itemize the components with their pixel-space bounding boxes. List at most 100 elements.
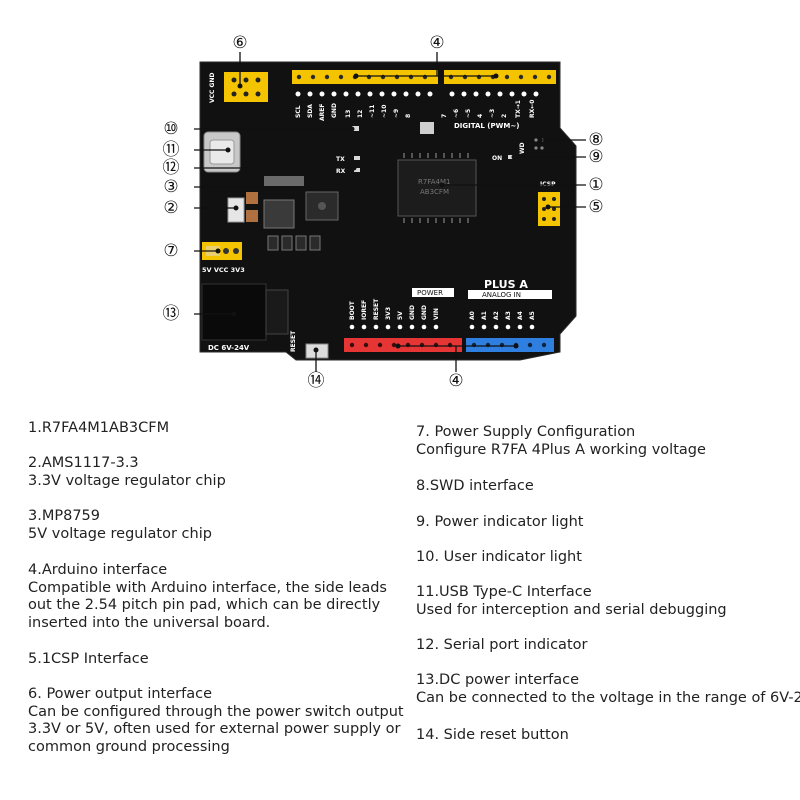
callout-3: ③ [163, 177, 178, 197]
callout-6: ⑥ [232, 33, 247, 53]
digital-pin-label-1: 12 [357, 110, 364, 118]
rx-led [354, 168, 360, 172]
dc-label: DC 6V-24V [208, 344, 250, 352]
power-pin-label-5: GND [409, 305, 416, 320]
analog-pin-label-5: A5 [529, 311, 536, 320]
pcb-board [199, 61, 577, 361]
digital-header-right [444, 70, 556, 84]
legend-item: 14. Side reset button [416, 727, 796, 745]
tx-label: TX [336, 156, 345, 163]
analog-header [466, 338, 554, 352]
legend-item-title: 14. Side reset button [416, 727, 569, 743]
callout-5: ⑤ [588, 197, 603, 217]
analog-pin-label-1: A1 [481, 311, 488, 320]
on-label: ON [492, 155, 502, 162]
digital-pin-label-10: ~3 [489, 109, 496, 118]
power-pin-label-6: GND [421, 305, 428, 320]
legend-item-description: 3.3V voltage regulator chip [28, 472, 226, 489]
pin-label-sda: SDA [307, 104, 314, 118]
digital-pin-label-11: 2 [501, 114, 508, 118]
analog-pin-label-2: A2 [493, 311, 500, 320]
legend-item: 12. Serial port indicator [416, 637, 796, 655]
power-pin-label-3: 3V3 [385, 307, 392, 320]
digital-pin-label-5: 8 [405, 114, 412, 118]
pin-label-gnd: GND [331, 103, 338, 118]
chip-marking-2: AB3CFM [420, 188, 449, 196]
digital-pin-label-3: ~10 [381, 105, 388, 118]
tx-led [354, 156, 360, 160]
legend-item-title: 4.Arduino interface [28, 562, 168, 578]
callout-12: ⑫ [163, 158, 180, 178]
power-header [344, 338, 462, 352]
legend-item: 9. Power indicator light [416, 514, 796, 532]
power-output-header [224, 72, 268, 102]
legend-item-title: 10. User indicator light [416, 549, 582, 565]
plus-a-label: PLUS A [484, 278, 528, 291]
legend-item-title: 8.SWD interface [416, 478, 534, 494]
callout-4-top: ④ [429, 33, 444, 53]
digital-pin-label-7: ~6 [453, 109, 460, 118]
legend-item-title: 11.USB Type-C Interface [416, 584, 592, 600]
digital-pin-label-13: RX←0 [529, 100, 536, 118]
legend-item: 5.1CSP Interface [28, 651, 408, 669]
digital-pin-label-8: ~5 [465, 109, 472, 118]
legend-item: 1.R7FA4M1AB3CFM [28, 420, 408, 438]
legend-item-description: Configure R7FA 4Plus A working voltage [416, 441, 706, 458]
legend-item-title: 5.1CSP Interface [28, 651, 149, 667]
callout-1: ① [588, 175, 603, 195]
user-led [352, 126, 359, 131]
callout-9: ⑨ [588, 147, 603, 167]
power-led [508, 155, 514, 159]
legend-item: 8.SWD interface [416, 478, 796, 496]
legend-item-title: 1.R7FA4M1AB3CFM [28, 420, 170, 436]
callout-7: ⑦ [163, 241, 178, 261]
analog-in-label: ANALOG IN [482, 291, 521, 299]
inductor [263, 199, 295, 229]
digital-header-left [292, 70, 438, 84]
analog-pin-label-4: A4 [517, 311, 524, 320]
power-pin-label-7: VIN [433, 308, 440, 320]
callout-11: ⑪ [163, 140, 180, 160]
vcc-gnd-label: VCC GND [209, 73, 216, 103]
legend-item-description: Compatible with Arduino interface, the s… [28, 579, 387, 596]
pin-label-scl: SCL [295, 105, 302, 118]
analog-pin-label-0: A0 [469, 311, 476, 320]
legend-item-title: 7. Power Supply Configuration [416, 424, 636, 440]
legend-item-description: out the 2.54 pitch pin pad, which can be… [28, 597, 381, 613]
digital-pin-label-2: ~11 [369, 105, 376, 118]
digital-pin-label-4: ~9 [393, 109, 400, 118]
legend-item-description: Used for interception and serial debuggi… [416, 601, 727, 618]
legend-item: 10. User indicator light [416, 549, 796, 567]
legend-item-title: 2.AMS1117-3.3 [28, 455, 139, 471]
legend-item-description: common ground processing [28, 738, 230, 755]
power-switch-label: 5V VCC 3V3 [202, 266, 245, 274]
callout-8: ⑧ [588, 130, 603, 150]
pin-label-aref: AREF [319, 104, 326, 121]
legend-item-title: 13.DC power interface [416, 672, 580, 688]
callout-4-bottom: ④ [448, 371, 463, 391]
digital-label: DIGITAL (PWM~) [454, 122, 519, 130]
legend-item-description: 3.3V or 5V, often used for external powe… [28, 721, 401, 737]
callout-13: ⑬ [163, 304, 180, 324]
digital-pin-label-12: TX→1 [515, 100, 522, 118]
callout-2: ② [163, 198, 178, 218]
digital-pin-label-6: 7 [441, 114, 448, 118]
analog-pin-label-3: A3 [505, 311, 512, 320]
legend-item-description: Can be configured through the power swit… [28, 703, 404, 720]
legend-item-title: 12. Serial port indicator [416, 637, 588, 653]
power-pin-label-2: RESET [373, 298, 380, 320]
legend-item-description: 5V voltage regulator chip [28, 525, 212, 542]
legend-item-title: 6. Power output interface [28, 686, 212, 702]
crystal [420, 122, 434, 134]
callout-14: ⑭ [308, 371, 325, 391]
mcu-chip [397, 159, 477, 217]
digital-pin-label-9: 4 [477, 114, 484, 118]
power-label: POWER [417, 289, 443, 297]
wd-label: WD [519, 142, 526, 154]
